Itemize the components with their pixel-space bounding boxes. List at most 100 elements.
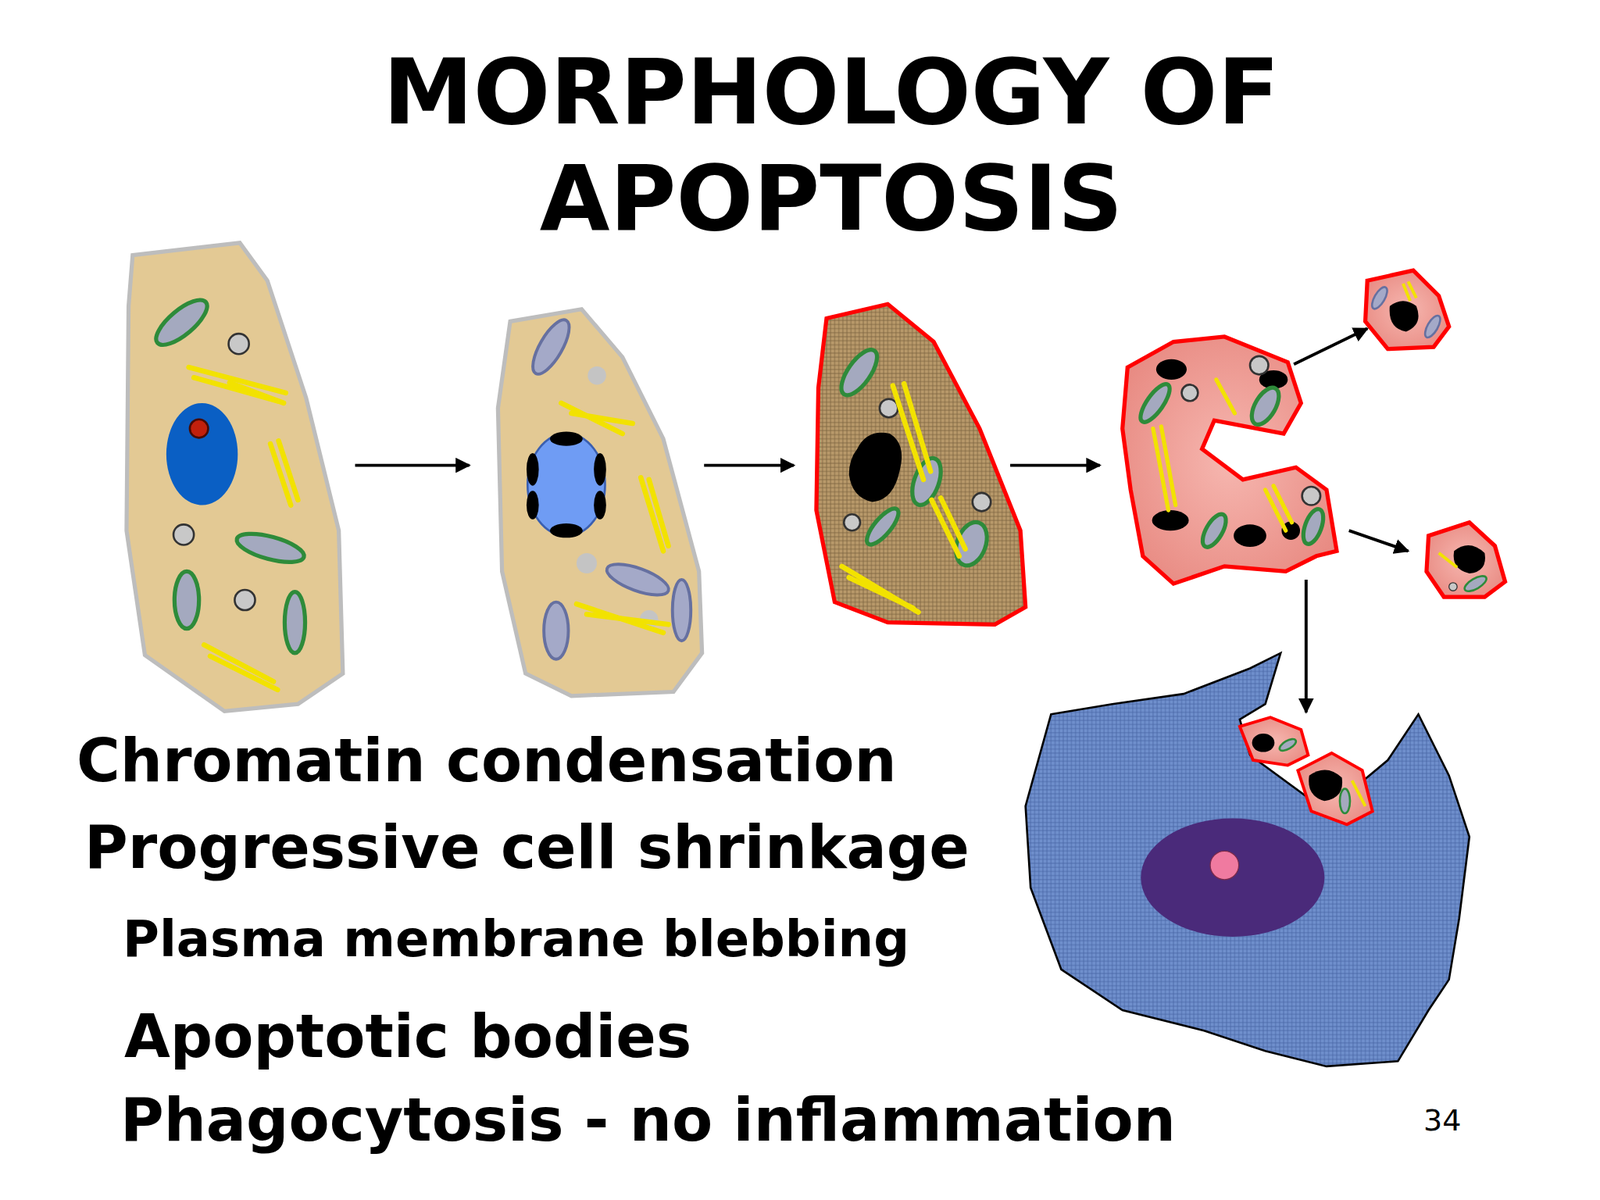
blebbing-cell: [1156, 359, 1187, 380]
blebbing-cell: [1181, 384, 1198, 401]
stage-label: Apoptotic bodies: [124, 1000, 692, 1072]
apoptotic-body: [1421, 313, 1443, 340]
normal-cell: [234, 589, 255, 611]
condensing-cell: [571, 413, 633, 424]
blebbing-cell: [1197, 510, 1231, 551]
blebbing-cell: [1302, 486, 1322, 506]
condensing-cell: [586, 614, 668, 625]
blebbing-cell: [1153, 428, 1169, 511]
shrunken-cell: [842, 383, 966, 613]
condensing-cell: [525, 314, 576, 379]
phagocyte: [1308, 769, 1343, 801]
shrunken-cell: [879, 399, 899, 418]
shrunken-cell: [842, 566, 919, 613]
blebbing-cell: [1216, 379, 1236, 414]
shrunken-cell: [835, 344, 884, 401]
normal-cell: [126, 242, 343, 712]
phagocyte: [1339, 789, 1350, 814]
stage-arrow: [1010, 464, 1100, 468]
stage-arrow: [1304, 579, 1308, 713]
phagocyte: [1352, 780, 1366, 807]
stage-arrow: [355, 328, 1409, 713]
normal-cell: [228, 333, 250, 354]
apoptotic-body: [1449, 582, 1458, 591]
blebbing-cell: [1122, 336, 1337, 584]
condensing-cell: [526, 431, 607, 538]
phagocyte: [1239, 717, 1373, 825]
phagocyte: [1025, 653, 1470, 1067]
normal-cell: [126, 242, 343, 712]
blebbing-cell: [1233, 524, 1267, 547]
phagocyte: [1025, 653, 1470, 1067]
stage-arrow: [703, 464, 794, 468]
phagocyte: [1239, 717, 1309, 765]
shrunken-cell: [903, 383, 931, 472]
condensing-cell: [497, 309, 702, 697]
condensing-cell: [526, 453, 540, 486]
condensing-cell: [593, 490, 607, 520]
apoptotic-body: [1389, 300, 1419, 332]
shrunken-cell: [816, 303, 1026, 625]
normal-cell: [189, 419, 209, 439]
blebbing-cell: [1122, 336, 1337, 584]
condensing-cell: [672, 579, 692, 641]
normal-cell: [284, 592, 305, 654]
blebbing-cell: [1152, 510, 1190, 531]
apoptotic-body: [1453, 545, 1486, 574]
shrunken-cell: [816, 303, 1026, 625]
stage-label: Plasma membrane blebbing: [122, 909, 910, 970]
condensing-cell: [560, 403, 668, 633]
normal-cell: [229, 382, 284, 404]
normal-cell: [210, 656, 278, 690]
condensing-cell: [576, 553, 597, 574]
apoptotic-body: [1365, 270, 1450, 350]
stage-label: Chromatin condensation: [76, 725, 897, 797]
condensing-cell: [593, 453, 607, 486]
condensing-cell: [527, 433, 605, 536]
condensing-cell: [497, 309, 702, 697]
stage-label: Progressive cell shrinkage: [84, 811, 970, 883]
slide-title: MORPHOLOGY OF APOPTOSIS: [315, 39, 1347, 252]
stage-label: Phagocytosis - no inflammation: [120, 1084, 1176, 1156]
phagocyte: [1297, 753, 1372, 825]
blebbing-cell: [1153, 379, 1293, 531]
blebbing-cell: [1250, 356, 1269, 375]
apoptotic-body: [1368, 285, 1390, 312]
blebbing-cell: [1181, 356, 1321, 506]
phagocyte: [1140, 818, 1325, 938]
blebbing-cell: [1160, 426, 1175, 506]
normal-cell: [174, 571, 199, 629]
shrunken-cell: [835, 344, 993, 571]
condensing-cell: [543, 602, 568, 660]
normal-cell: [149, 292, 307, 654]
normal-cell: [173, 524, 194, 545]
blebbing-cell: [1135, 379, 1175, 426]
blebbing-cell: [1273, 485, 1293, 523]
shrunken-cell: [849, 577, 914, 608]
shrunken-cell: [843, 514, 861, 531]
condensing-cell: [525, 314, 691, 660]
normal-cell: [278, 440, 299, 500]
shrunken-cell: [861, 503, 904, 549]
slide-number: 34: [1423, 1103, 1461, 1140]
apoptotic-body: [1426, 522, 1506, 597]
blebbing-cell: [1246, 383, 1285, 429]
shrunken-cell: [940, 497, 965, 549]
condensing-cell: [526, 490, 540, 520]
stage-arrow: [1349, 530, 1409, 551]
shrunken-cell: [849, 432, 902, 503]
phagocyte: [1252, 733, 1275, 753]
apoptotic-body: [1426, 522, 1506, 597]
shrunken-cell: [972, 492, 992, 512]
condensing-cell: [649, 479, 669, 547]
normal-cell: [234, 528, 308, 568]
condensing-cell: [550, 523, 583, 538]
normal-cell: [203, 644, 274, 682]
normal-cell: [149, 292, 214, 353]
phagocyte: [1278, 736, 1299, 754]
blebbing-cell: [1265, 489, 1286, 531]
stage-arrow: [1293, 328, 1368, 365]
condensing-cell: [603, 557, 672, 602]
blebbing-cell: [1135, 379, 1327, 550]
